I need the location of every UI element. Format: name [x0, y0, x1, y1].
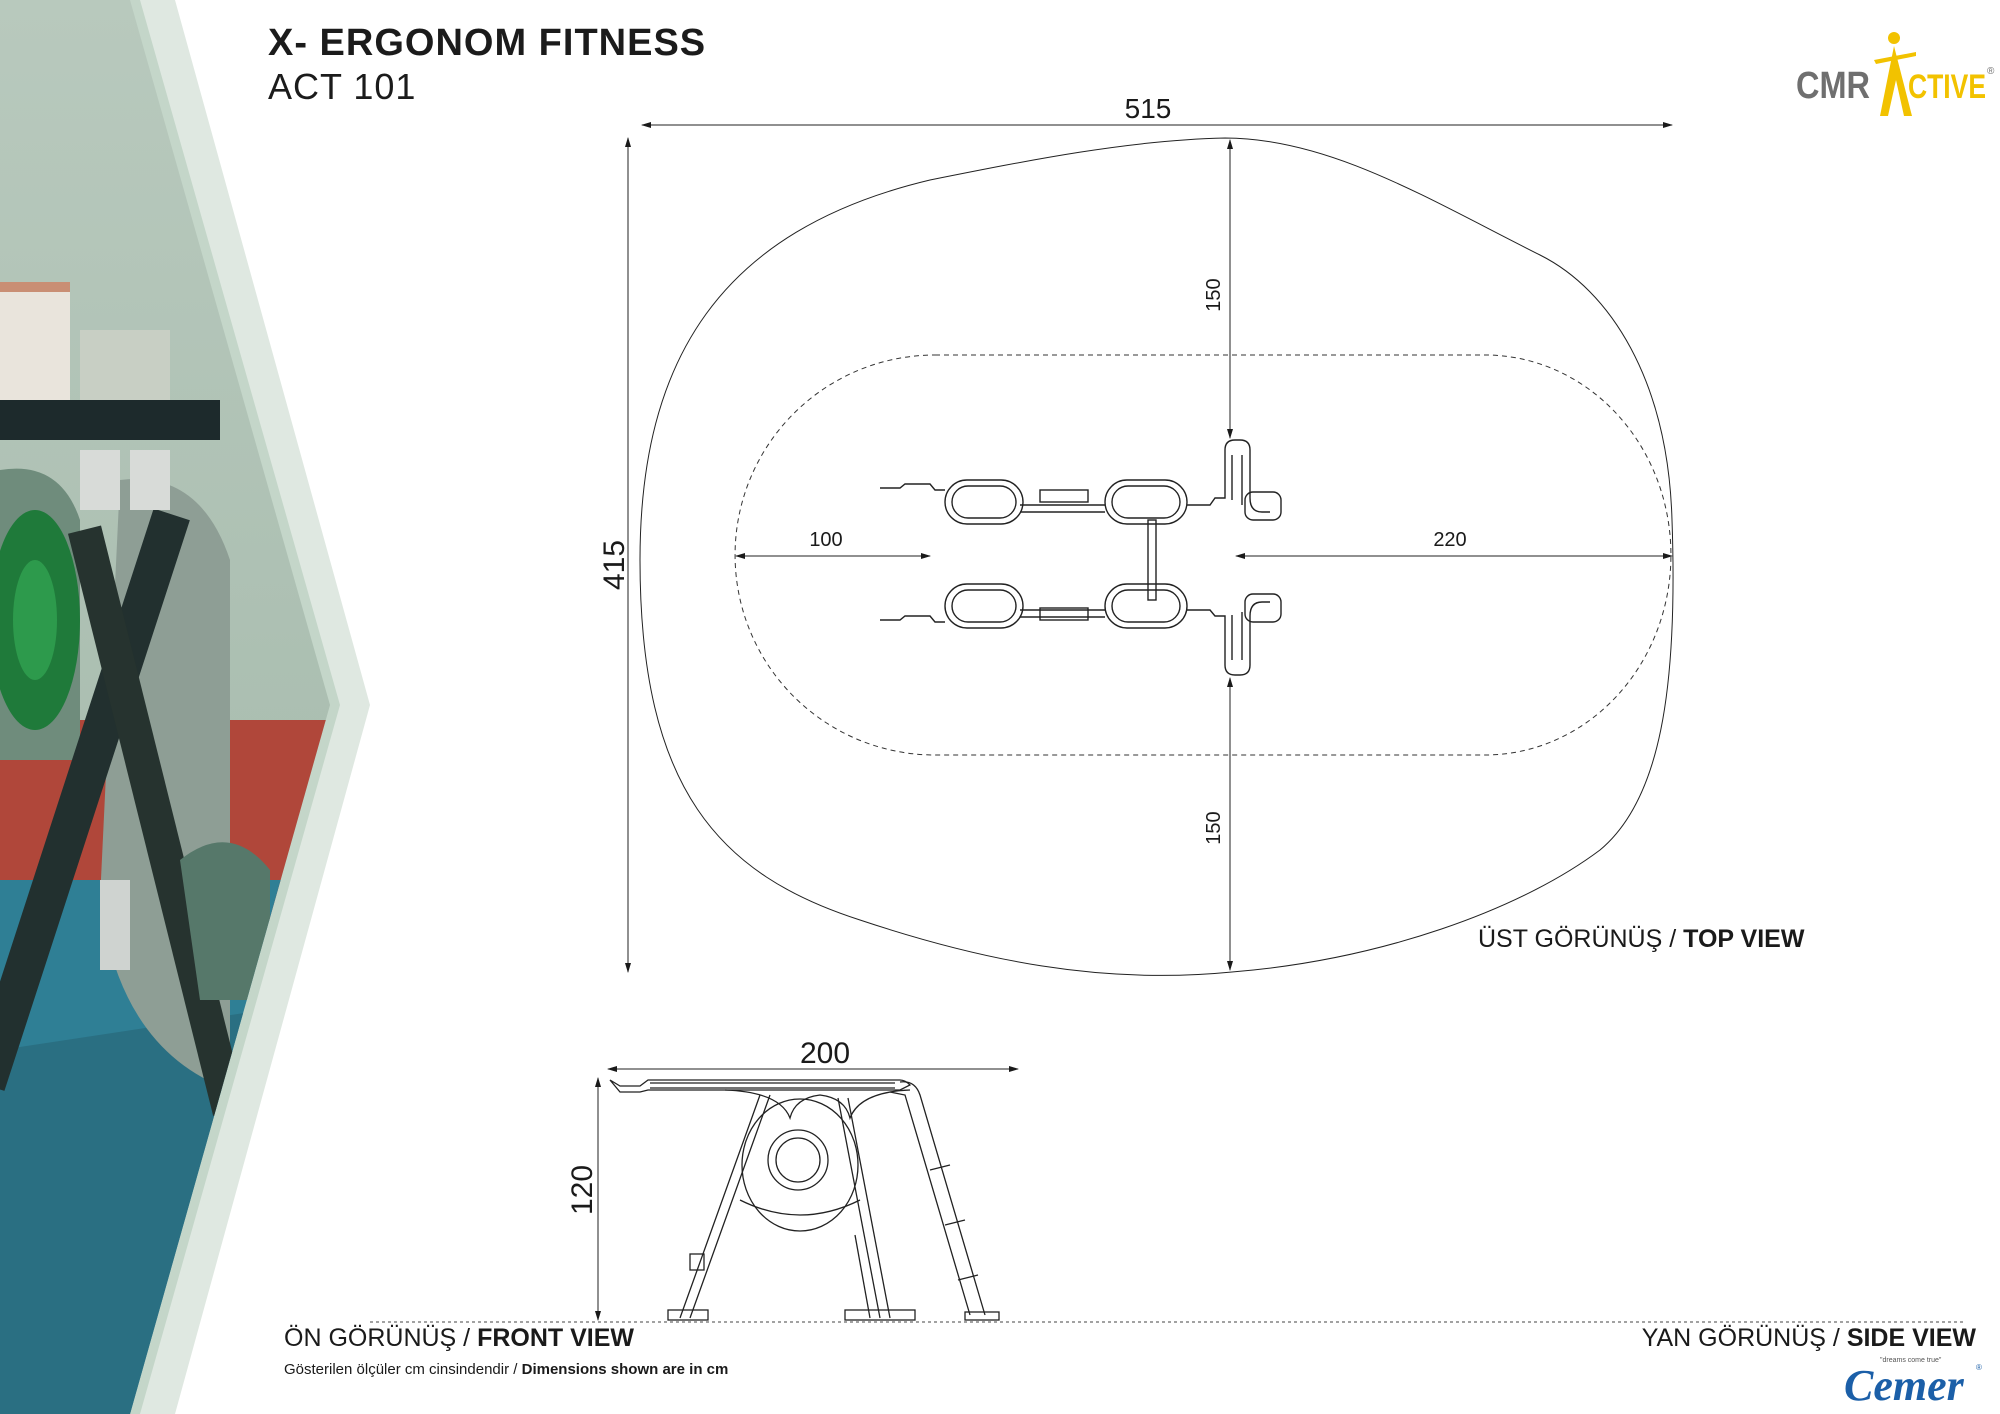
dim-label-front-width: 200: [800, 1037, 850, 1070]
dim-label-left-offset: 100: [809, 529, 842, 551]
units-note: Gösterilen ölçüler cm cinsindendir / Dim…: [284, 1361, 728, 1378]
equipment-front-view: [609, 1079, 1000, 1321]
front-view: 200 120: [370, 1037, 1965, 1323]
product-title: X- ERGONOM FITNESS: [268, 22, 707, 64]
product-model-code: ACT 101: [268, 66, 417, 107]
safety-zone-outline: [639, 137, 1674, 976]
dim-label-front-height: 120: [566, 1165, 599, 1215]
front-view-label: ÖN GÖRÜNÜŞ / FRONT VIEW: [284, 1324, 634, 1353]
dim-label-width: 515: [1125, 93, 1172, 124]
cmr-active-logo: CMR CTIVE ®: [1796, 32, 1995, 116]
usage-zone-dashed-outline: [734, 354, 1672, 756]
top-view-label: ÜST GÖRÜNÜŞ / TOP VIEW: [1478, 925, 1804, 954]
front-view-label-tr: ÖN GÖRÜNÜŞ /: [284, 1324, 478, 1352]
cemer-wordmark: Cemer: [1844, 1361, 1965, 1410]
side-view-label-en: SIDE VIEW: [1846, 1324, 1976, 1352]
cemer-logo: "dreams come true" Cemer ®: [1844, 1357, 1982, 1410]
side-view-label-tr: YAN GÖRÜNÜŞ /: [1641, 1324, 1847, 1352]
side-view-label: YAN GÖRÜNÜŞ / SIDE VIEW: [1642, 1324, 1976, 1353]
units-note-tr: Gösterilen ölçüler cm cinsindendir /: [284, 1361, 522, 1378]
dim-label-top-clearance: 150: [1203, 278, 1225, 311]
dim-label-depth: 415: [598, 540, 631, 590]
logo-text-right: CTIVE: [1908, 68, 1986, 106]
cemer-tagline: "dreams come true": [1880, 1357, 1942, 1364]
logo-registered-mark: ®: [1987, 66, 1995, 77]
top-view: 515 415 150 150 100 220: [598, 93, 1674, 976]
equipment-top-view: [880, 439, 1282, 676]
logo-figure-icon: [1874, 32, 1916, 116]
units-note-en: Dimensions shown are in cm: [521, 1361, 729, 1378]
front-view-label-en: FRONT VIEW: [477, 1324, 635, 1352]
dim-label-right-offset: 220: [1433, 529, 1466, 551]
top-view-label-en: TOP VIEW: [1683, 925, 1805, 953]
logo-text-left: CMR: [1796, 65, 1870, 107]
top-view-label-tr: ÜST GÖRÜNÜŞ /: [1478, 925, 1684, 953]
dim-label-bottom-clearance: 150: [1203, 811, 1225, 844]
product-photo-panel: [0, 0, 370, 1414]
cemer-registered-mark: ®: [1976, 1363, 1982, 1372]
